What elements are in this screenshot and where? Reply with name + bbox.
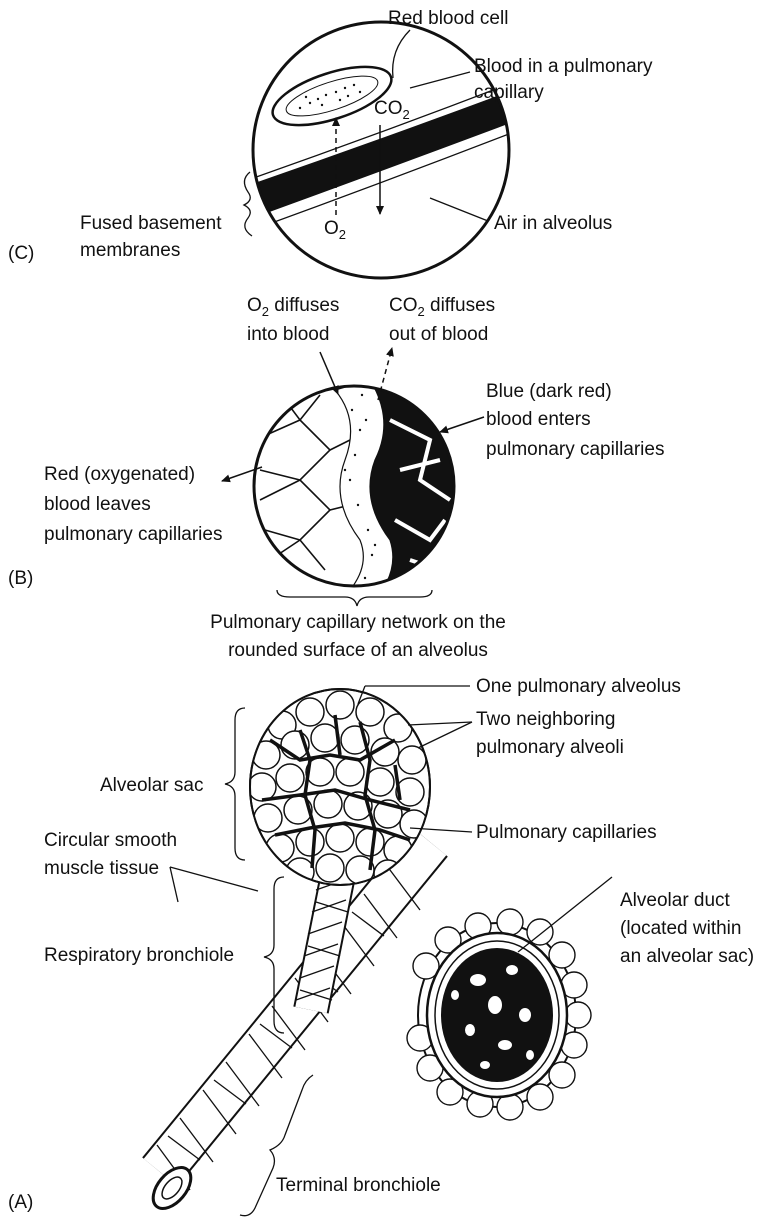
two-neighboring-label-2: pulmonary alveoli — [476, 737, 624, 758]
red-blood-cell-label: Red blood cell — [388, 8, 508, 29]
alveolar-duct-label-3: an alveolar sac) — [620, 946, 754, 967]
panel-b: O2 diffuses into blood CO2 diffuses out … — [8, 295, 664, 661]
one-alveolus-label: One pulmonary alveolus — [476, 676, 681, 697]
alveolar-duct-leader — [518, 877, 612, 952]
panel-b-circle — [255, 380, 480, 600]
o2-diffuses-label-2: into blood — [247, 324, 329, 345]
red-blood-label-3: pulmonary capillaries — [44, 524, 222, 545]
air-in-alveolus-label: Air in alveolus — [494, 213, 612, 234]
co2-diffuses-label-2: out of blood — [389, 324, 488, 345]
panel-c-letter: (C) — [8, 243, 34, 264]
terminal-bronchiole-shape — [146, 842, 430, 1215]
blue-blood-label-2: blood enters — [486, 409, 591, 430]
o2-label: O2 — [324, 218, 346, 242]
two-neighboring-label-1: Two neighboring — [476, 709, 615, 730]
panel-a: One pulmonary alveolus Two neighboring p… — [8, 676, 754, 1216]
alveolar-duct-shape — [407, 909, 591, 1120]
alveolar-duct-label-1: Alveolar duct — [620, 890, 731, 911]
alveolar-sac-label: Alveolar sac — [100, 775, 204, 796]
blue-blood-label-3: pulmonary capillaries — [486, 439, 664, 460]
panel-b-letter: (B) — [8, 568, 33, 589]
alveolar-sac-brace — [225, 708, 245, 860]
circular-leader-1 — [170, 867, 258, 891]
circular-muscle-label-2: muscle tissue — [44, 858, 159, 879]
terminal-bronchiole-label: Terminal bronchiole — [276, 1175, 441, 1196]
red-blood-cell-shape — [266, 55, 398, 137]
fused-membranes-label-2: membranes — [80, 240, 180, 261]
alveolar-duct-label-2: (located within — [620, 918, 741, 939]
neighbor-leader-1 — [408, 722, 472, 725]
red-blood-label-2: blood leaves — [44, 494, 151, 515]
blood-capillary-leader — [410, 72, 470, 88]
panel-a-letter: (A) — [8, 1192, 33, 1213]
circular-leader-2 — [170, 867, 178, 902]
o2-diffuses-label-1: O2 diffuses — [247, 295, 339, 319]
blood-capillary-label-1: Blood in a pulmonary — [474, 56, 653, 77]
air-leader — [430, 198, 488, 221]
blood-capillary-label-2: capillary — [474, 82, 544, 103]
respiratory-bronchiole-shape — [296, 875, 350, 1010]
fused-membranes-brace — [244, 172, 252, 236]
co2-label: CO2 — [374, 98, 410, 122]
blue-blood-label-1: Blue (dark red) — [486, 381, 612, 402]
network-label-1: Pulmonary capillary network on the — [210, 612, 506, 633]
red-blood-label-1: Red (oxygenated) — [44, 464, 195, 485]
circular-muscle-label-1: Circular smooth — [44, 830, 177, 851]
rbc-leader — [393, 30, 410, 78]
fused-membranes-label-1: Fused basement — [80, 213, 222, 234]
co2-diffuses-label-1: CO2 diffuses — [389, 295, 495, 319]
pulmonary-capillaries-label: Pulmonary capillaries — [476, 822, 657, 843]
neighbor-leader-2 — [418, 722, 472, 748]
panel-c: Red blood cell Blood in a pulmonary capi… — [8, 8, 653, 278]
network-label-2: rounded surface of an alveolus — [228, 640, 488, 661]
blue-blood-arrow — [440, 417, 484, 432]
network-brace — [277, 590, 432, 606]
alveolar-sac-shape — [248, 689, 430, 888]
respiratory-bronchiole-label: Respiratory bronchiole — [44, 945, 234, 966]
